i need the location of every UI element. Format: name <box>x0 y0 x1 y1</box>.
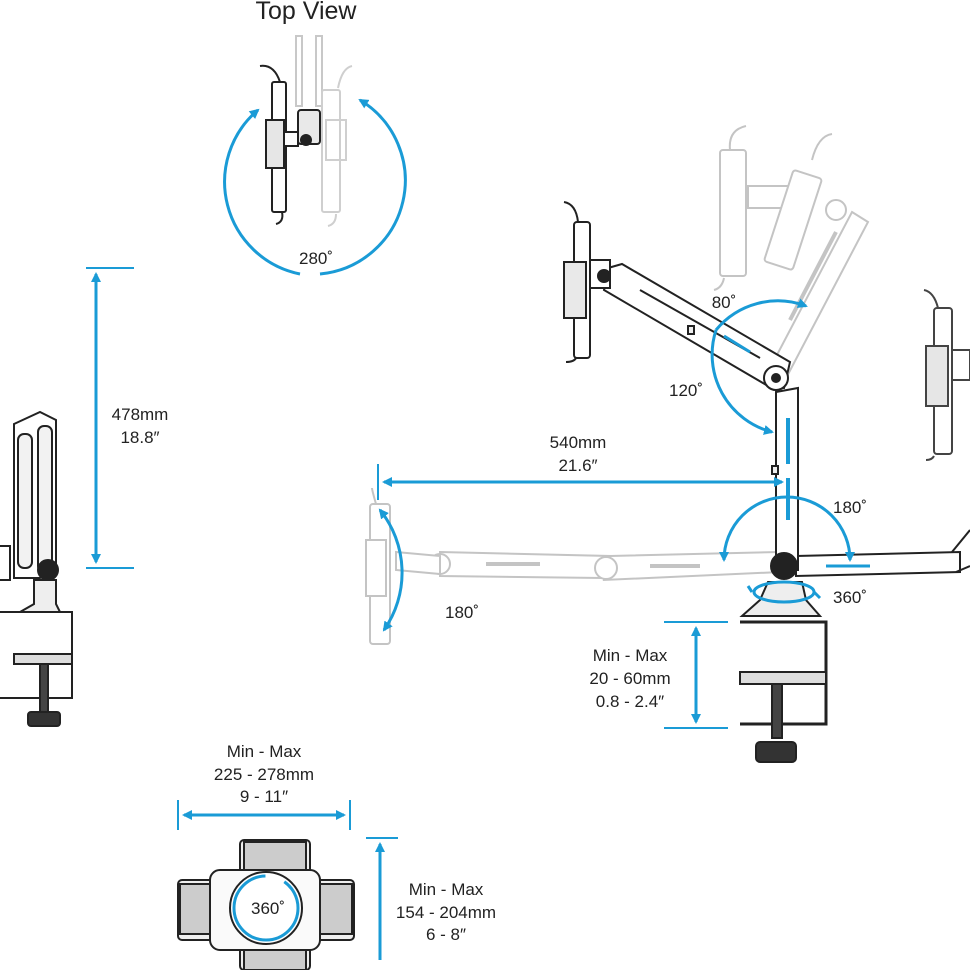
holder-height-mm-label: 154 - 204mm <box>396 903 496 922</box>
angle-80-label: 80˚ <box>712 293 737 312</box>
holder-height-head-label: Min - Max <box>409 880 484 899</box>
height-dimension <box>86 267 134 569</box>
top-view-title: Top View <box>256 0 358 25</box>
holder-width-mm-label: 225 - 278mm <box>214 765 314 784</box>
top-view-rotation-arc-right <box>319 98 407 276</box>
angle-swivel-360-label: 360˚ <box>833 588 867 607</box>
ghost-extended-arm <box>365 487 781 645</box>
height-mm-label: 478mm <box>112 405 169 424</box>
ghost-raised-arm <box>713 125 870 384</box>
pole-swing-arc <box>719 495 855 562</box>
clamp-dimension <box>664 621 728 729</box>
top-view-rotation-label: 280˚ <box>299 249 333 268</box>
holder-width-head-label: Min - Max <box>227 742 302 761</box>
ghost-tablet-far-right <box>923 289 970 461</box>
upper-arm-80-arc <box>714 298 808 331</box>
folded-mount-side-view <box>0 410 73 727</box>
top-view-rotation-arc-left <box>223 108 301 276</box>
reach-dimension <box>377 464 784 500</box>
upper-arm-120-arc <box>710 329 774 435</box>
top-view-ghost-tablet <box>321 65 353 227</box>
holder-height-in-label: 6 - 8″ <box>426 925 466 944</box>
holder-width-in-label: 9 - 11″ <box>240 787 288 806</box>
tablet-holder <box>563 201 611 363</box>
main-arm-group <box>365 125 970 763</box>
angle-120-label: 120˚ <box>669 381 703 400</box>
extended-arm-right <box>795 529 970 578</box>
desk-clamp <box>739 581 828 763</box>
clamp-in-label: 0.8 - 2.4″ <box>596 692 664 711</box>
top-view-tablet <box>259 64 321 225</box>
upper-arm <box>602 262 792 391</box>
holder-rotation-circle <box>232 874 300 942</box>
tilt-arc <box>378 508 404 632</box>
reach-mm-label: 540mm <box>550 433 607 452</box>
angle-pole-180-label: 180˚ <box>833 498 867 517</box>
holder-front-view <box>177 800 398 971</box>
reach-in-label: 21.6″ <box>558 456 597 475</box>
angle-tilt-180-label: 180˚ <box>445 603 479 622</box>
holder-rotation-label: 360˚ <box>251 899 285 918</box>
clamp-mm-label: 20 - 60mm <box>589 669 670 688</box>
top-view-group <box>223 35 407 276</box>
clamp-head-label: Min - Max <box>593 646 668 665</box>
height-in-label: 18.8″ <box>120 428 159 447</box>
